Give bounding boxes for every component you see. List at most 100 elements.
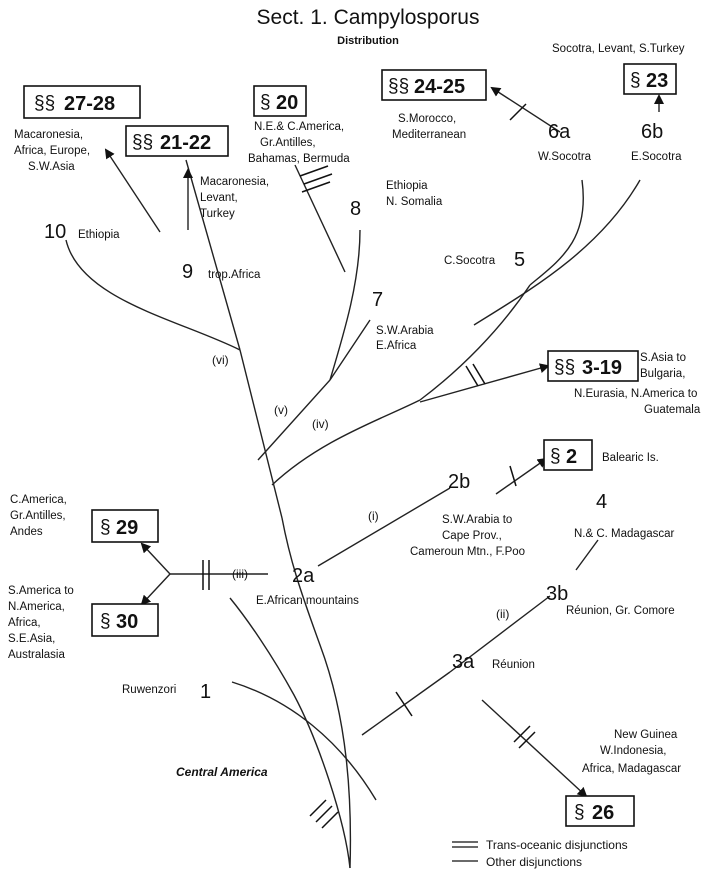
svg-text:W.Indonesia,: W.Indonesia, [600,745,666,757]
svg-text:N.Eurasia, N.America to: N.Eurasia, N.America to [574,388,697,400]
node-8-place-2: N. Somalia [386,196,443,208]
other-disjunction-mark [395,691,413,717]
node-7-place-2: E.Africa [376,340,417,352]
dispersal-arrows [104,86,664,798]
arrow-to-26 [481,699,588,798]
section-box-29: § 29 C.America, Gr.Antilles, Andes [10,494,159,543]
branch-ii [449,595,551,673]
root-label: Central America [176,765,268,779]
svg-text:20: 20 [276,92,298,114]
branch-stem-vi [239,349,283,519]
section-box-21-22: §§ 21-22 Macaronesia, Levant, Turkey [125,125,269,220]
branch-6a [529,179,584,286]
svg-text:Australasia: Australasia [8,649,65,661]
svg-text:Gr.Antilles,: Gr.Antilles, [10,510,66,522]
node-4-label: 4 [596,491,607,513]
branch-i-label: (i) [368,509,379,523]
section-box-3-19: §§ 3-19 S.Asia to Bulgaria, N.Eurasia, N… [547,350,701,416]
node-5-label: 5 [514,249,525,271]
branch-ii-label: (ii) [496,607,509,621]
svg-text:27-28: 27-28 [64,93,115,115]
branch-4 [575,539,599,571]
node-6a-place: W.Socotra [538,151,592,163]
svg-text:Gr.Antilles,: Gr.Antilles, [260,137,316,149]
node-9-label: 9 [182,261,193,283]
section-box-20: § 20 N.E.& C.America, Gr.Antilles, Baham… [248,85,350,165]
node-2b-place-2: Cape Prov., [442,530,502,542]
svg-text:26: 26 [592,802,614,824]
trans-oceanic-mark [301,181,331,193]
node-1-label: 1 [200,681,211,703]
svg-text:§: § [574,802,585,823]
node-labels: 10 Ethiopia 9 trop.Africa 8 Ethiopia N. … [44,121,682,779]
branch-to-20 [294,164,346,273]
svg-text:30: 30 [116,611,138,633]
svg-text:S.America to: S.America to [8,585,74,597]
node-2b-place-1: S.W.Arabia to [442,514,512,526]
arrow-to-29 [140,542,171,575]
node-3b-label: 3b [546,583,568,605]
svg-text:§: § [630,70,641,91]
branch-6b [473,179,641,326]
svg-text:S.E.Asia,: S.E.Asia, [8,633,55,645]
node-6a-label: 6a [548,121,571,143]
branch-v [257,379,331,461]
arrow-to-27-28 [104,148,161,233]
trans-oceanic-mark [465,365,479,387]
branch-1 [231,681,377,801]
node-10-place: Ethiopia [78,229,120,241]
svg-text:Macaronesia,: Macaronesia, [200,176,269,188]
node-1-place: Ruwenzori [122,684,176,696]
branch-vi-label: (vi) [212,353,229,367]
svg-text:§§: §§ [132,132,153,153]
svg-text:§: § [100,611,111,632]
node-2a-place: E.African mountains [256,595,359,607]
branch-iv [271,399,421,486]
svg-text:§§: §§ [388,76,409,97]
section-box-30: § 30 S.America to N.America, Africa, S.E… [8,585,159,661]
node-3b-place: Réunion, Gr. Comore [566,605,675,617]
tree-branches [65,159,641,869]
svg-text:Socotra, Levant, S.Turkey: Socotra, Levant, S.Turkey [552,43,685,55]
node-7-place-1: S.W.Arabia [376,325,434,337]
section-box-26: § 26 New Guinea W.Indonesia, Africa, Mad… [565,729,681,827]
svg-text:§: § [260,92,271,113]
node-6b-place: E.Socotra [631,151,682,163]
node-2b-place-3: Cameroun Mtn., F.Poo [410,546,525,558]
arrow-to-3-19 [419,363,550,403]
node-2a-label: 2a [292,565,315,587]
diagram-subtitle: Distribution [337,35,399,47]
branch-7 [329,319,371,381]
section-box-2: § 2 Balearic Is. [543,439,659,471]
svg-text:S.Morocco,: S.Morocco, [398,113,456,125]
branch-8 [329,229,361,381]
branch-iii-label: (iii) [232,567,248,581]
svg-text:Balearic Is.: Balearic Is. [602,452,659,464]
branch-iv-label: (iv) [312,417,329,431]
disjunction-marks [202,103,536,829]
trans-oceanic-mark [299,165,329,177]
trunk-branch [229,597,351,869]
trans-oceanic-mark [321,811,339,829]
svg-text:Guatemala: Guatemala [644,404,701,416]
node-6b-label: 6b [641,121,663,143]
svg-text:N.E.& C.America,: N.E.& C.America, [254,121,344,133]
arrow-to-2 [495,457,548,495]
trans-oceanic-mark [518,731,536,749]
other-disjunction-mark [509,103,527,121]
svg-text:29: 29 [116,517,138,539]
svg-text:New Guinea: New Guinea [614,729,678,741]
svg-text:C.America,: C.America, [10,494,67,506]
svg-text:N.America,: N.America, [8,601,65,613]
node-8-label: 8 [350,198,361,220]
svg-text:Africa, Europe,: Africa, Europe, [14,145,90,157]
svg-text:23: 23 [646,70,668,92]
legend-trans-oceanic: Trans-oceanic disjunctions [486,838,628,852]
svg-text:Turkey: Turkey [200,208,235,220]
svg-text:§: § [100,517,111,538]
svg-text:2: 2 [566,446,577,468]
svg-text:§: § [550,446,561,467]
branch-9 [185,159,241,351]
svg-text:Andes: Andes [10,526,43,538]
